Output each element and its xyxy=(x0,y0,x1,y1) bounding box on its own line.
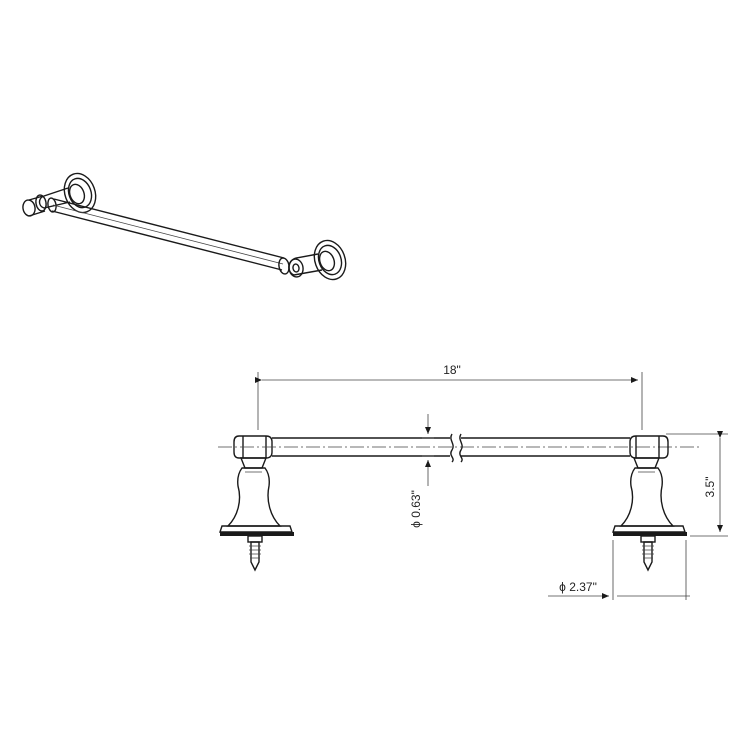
front-view: 18" ϕ 0.63" 3.5" ϕ 2.37" xyxy=(218,363,728,600)
left-post-iso xyxy=(22,187,71,217)
length-label: 18" xyxy=(443,363,461,377)
isometric-view xyxy=(22,172,347,281)
bar-diameter-dimension xyxy=(422,414,434,486)
right-post-iso xyxy=(278,253,323,278)
length-dimension xyxy=(255,372,643,430)
base-diameter-dimension xyxy=(548,540,690,600)
bar-front xyxy=(218,433,700,463)
projection-dimension xyxy=(666,431,728,537)
bar-diameter-label: ϕ 0.63" xyxy=(409,490,423,528)
right-flange-iso xyxy=(313,239,347,281)
projection-label: 3.5" xyxy=(703,477,717,498)
base-diameter-label: ϕ 2.37" xyxy=(559,580,597,594)
right-post xyxy=(612,435,687,572)
bar-iso xyxy=(51,198,285,271)
